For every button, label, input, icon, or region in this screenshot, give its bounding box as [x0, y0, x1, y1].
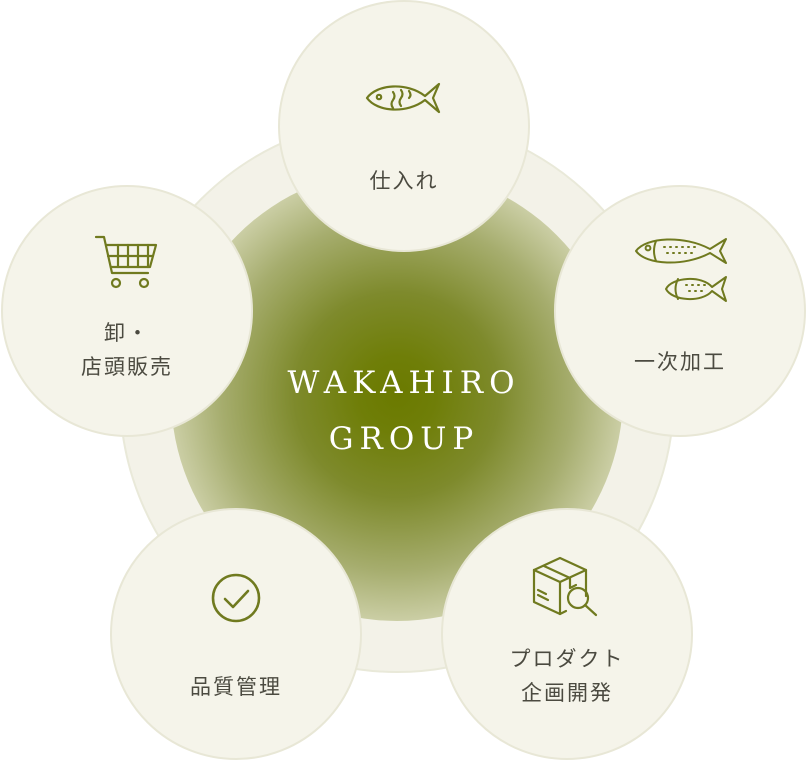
two-fish-icon — [635, 238, 727, 302]
box-magnifier-icon — [532, 556, 598, 617]
node-ichiji-label: 一次加工 — [634, 350, 726, 374]
center-title-line2: GROUP — [328, 421, 480, 457]
center-title-line1: WAKAHIRO — [287, 365, 521, 401]
node-ichiji[interactable]: 一次加工 — [554, 185, 806, 437]
node-oroshi-label-line2: 店頭販売 — [81, 355, 173, 379]
node-hinshitsu-label: 品質管理 — [190, 675, 282, 699]
node-product-label: プロダクト 企画開発 — [443, 642, 691, 710]
node-product-label-line1: プロダクト — [509, 647, 625, 671]
shopping-cart-icon — [94, 235, 158, 289]
node-oroshi-label: 卸・ 店頭販売 — [3, 316, 251, 384]
node-product[interactable]: プロダクト 企画開発 — [441, 508, 693, 760]
node-product-label-line2: 企画開発 — [521, 681, 613, 705]
center-title: WAKAHIRO GROUP — [234, 355, 574, 465]
node-shiire-label: 仕入れ — [369, 169, 439, 193]
node-oroshi-label-line1: 卸・ — [104, 321, 150, 345]
node-shiire[interactable]: 仕入れ — [278, 0, 530, 252]
check-circle-icon — [211, 573, 261, 623]
fish-icon — [365, 82, 441, 114]
node-hinshitsu[interactable]: 品質管理 — [110, 508, 362, 760]
node-oroshi[interactable]: 卸・ 店頭販売 — [1, 185, 253, 437]
